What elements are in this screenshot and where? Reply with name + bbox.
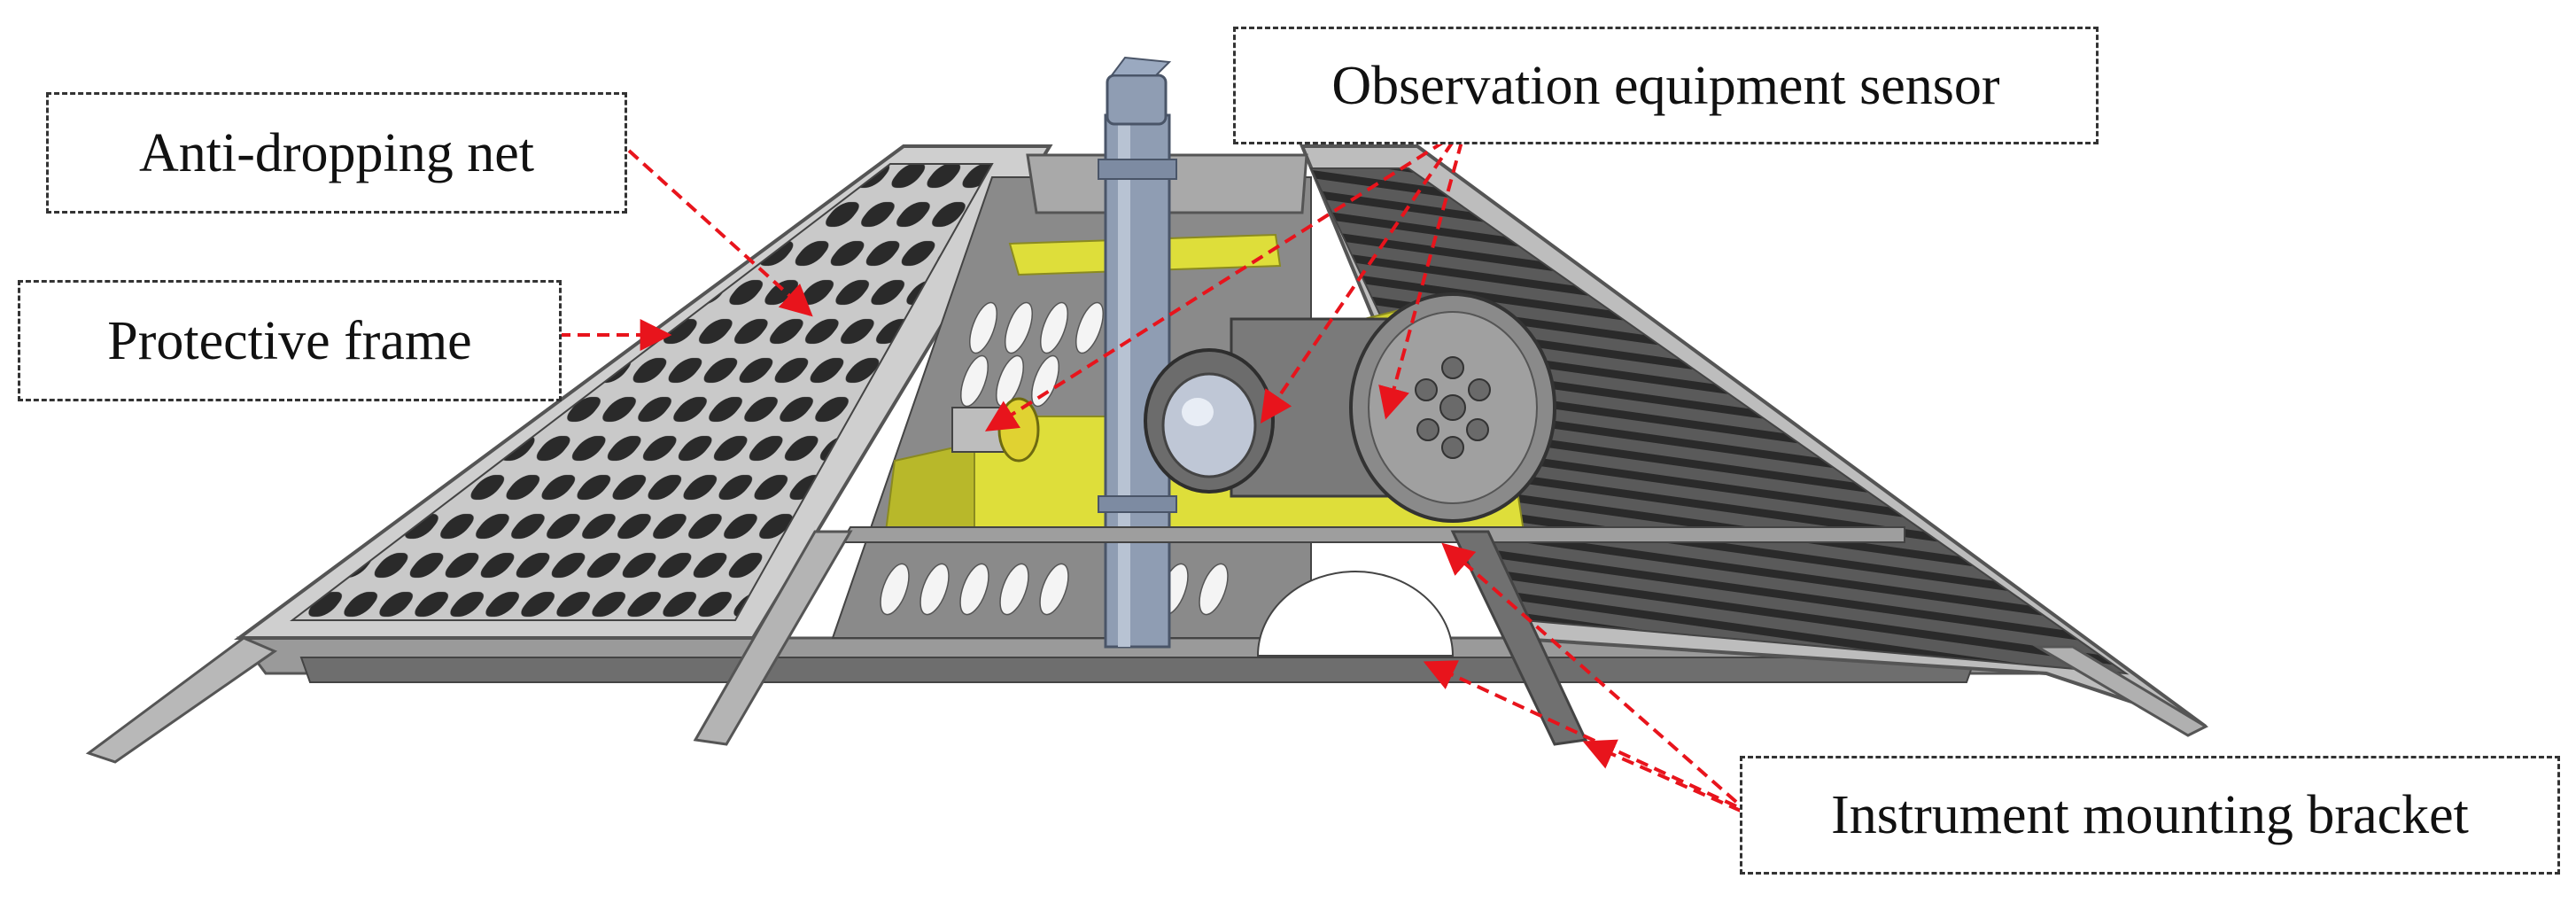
front-crossbar	[840, 526, 1905, 543]
arrow-sensor-dome	[1260, 140, 1455, 424]
label-protective-frame: Protective frame	[18, 280, 562, 401]
arrow-anti-dropping-net	[627, 149, 813, 317]
label-observation-equipment-sensor: Observation equipment sensor	[1233, 27, 2099, 144]
arrow-sensor-small	[984, 140, 1446, 432]
left-frame-panel	[233, 144, 1053, 640]
arrow-bracket-leg	[1582, 739, 1742, 813]
label-instrument-mounting-bracket: Instrument mounting bracket	[1740, 756, 2560, 875]
dome-camera-sensor	[1144, 348, 1275, 494]
annotation-arrows	[558, 140, 1742, 813]
right-foot	[2032, 645, 2209, 737]
front-bracket-legs	[693, 530, 1588, 746]
arrow-bracket-rail	[1423, 660, 1737, 808]
arrow-sensor-cylinder	[1378, 141, 1463, 420]
left-foot	[85, 636, 278, 764]
label-anti-dropping-net: Anti-dropping net	[46, 92, 627, 214]
cylinder-sensor	[1230, 292, 1556, 523]
arrow-bracket-crossbar	[1441, 542, 1738, 804]
